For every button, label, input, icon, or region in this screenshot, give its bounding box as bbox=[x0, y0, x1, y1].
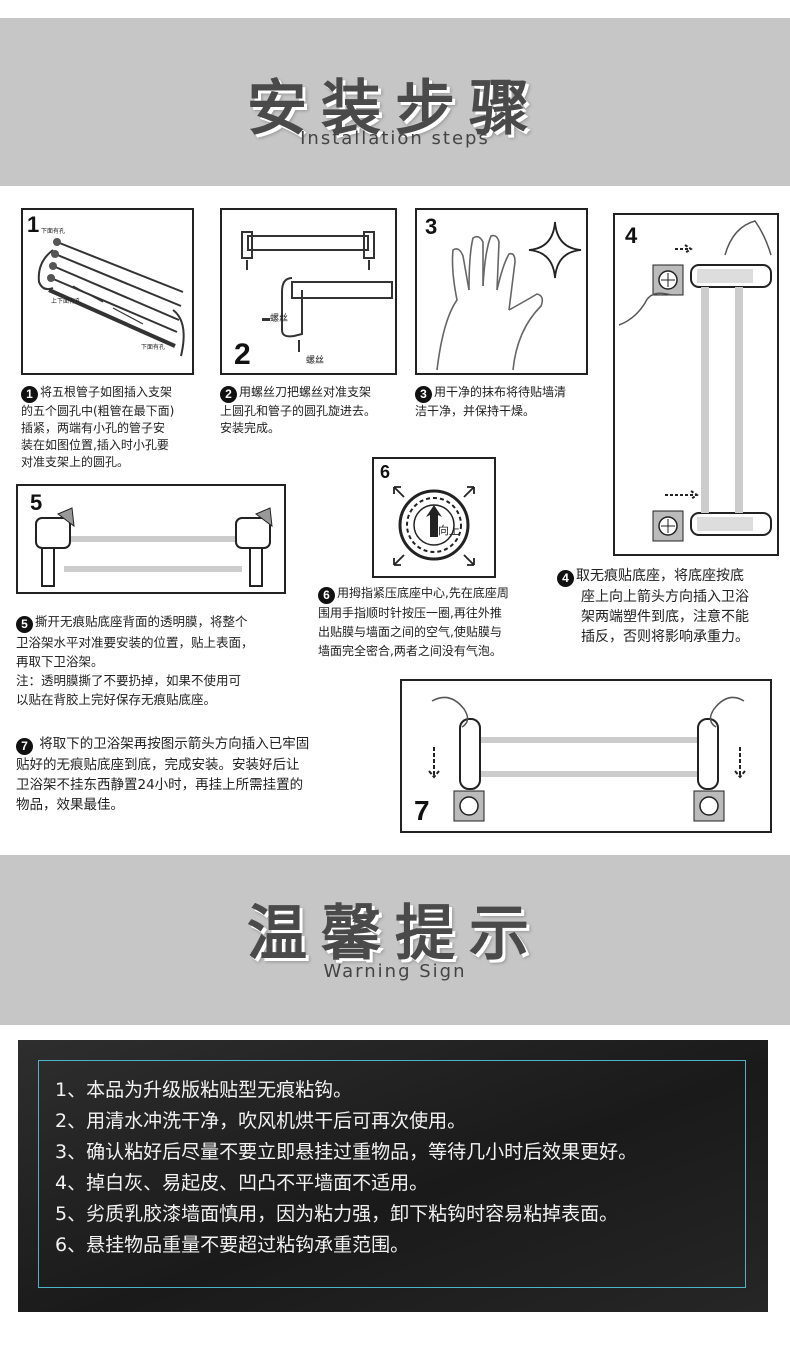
step7-badge: 7 bbox=[16, 738, 33, 755]
step7-number: 7 bbox=[414, 795, 430, 826]
step4-line3: 架两端塑件到底，注意不能 bbox=[581, 609, 749, 625]
step2-label-screw-b: 螺丝 bbox=[306, 356, 325, 366]
step3-number: 3 bbox=[425, 214, 438, 239]
step2-label-screw-a: 螺丝 bbox=[270, 314, 289, 324]
base-insertion-drawing bbox=[618, 220, 772, 542]
step2-illustration: 2 螺丝 螺丝 bbox=[220, 208, 397, 375]
tip-2: 2、用清水冲洗干净，吹风机烘干后可再次使用。 bbox=[55, 1110, 467, 1132]
rack-peel-film-drawing bbox=[35, 507, 273, 587]
step4-badge: 4 bbox=[557, 570, 574, 587]
step1-line3: 插紧，两端有小孔的管子安 bbox=[21, 421, 166, 435]
step7-caption: 7 将取下的卫浴架再按图示箭头方向插入已牢固 贴好的无痕贴底座到底，完成安装。安… bbox=[16, 734, 386, 815]
step5-line2: 卫浴架水平对准要安装的位置，贴上表面， bbox=[16, 635, 254, 650]
installation-subtitle: Installation steps bbox=[300, 128, 490, 149]
step1-badge: 1 bbox=[21, 386, 38, 403]
step1-line2: 的五个圆孔中(粗管在最下面) bbox=[21, 404, 175, 418]
step5-note1: 注：透明膜撕了不要扔掉，如果不使用可 bbox=[16, 673, 242, 688]
step1-label-c: 下面有孔 bbox=[141, 344, 166, 351]
step4-line1: 取无痕贴底座，将底座按底 bbox=[576, 568, 744, 584]
step6-line1: 用拇指紧压底座中心,先在底座周 bbox=[337, 586, 509, 600]
cleaning-hand-drawing bbox=[436, 221, 582, 371]
press-base-drawing bbox=[393, 486, 475, 566]
step3-badge: 3 bbox=[415, 386, 432, 403]
step1-label-a: 下面有孔 bbox=[41, 228, 66, 235]
step3-illustration: 3 bbox=[415, 208, 588, 375]
step4-illustration: 4 bbox=[613, 213, 779, 556]
screw-assembly-drawing bbox=[241, 231, 393, 352]
step7-illustration: 7 bbox=[400, 679, 772, 833]
warning-subtitle: Warning Sign bbox=[323, 961, 467, 982]
step1-line5: 对准支架上的圆孔。 bbox=[21, 455, 130, 469]
step5-number: 5 bbox=[30, 490, 43, 515]
tips-panel: 1、本品为升级版粘贴型无痕粘钩。 2、用清水冲洗干净，吹风机烘干后可再次使用。 … bbox=[18, 1040, 768, 1312]
step1-label-b: 上下面有孔 bbox=[51, 298, 82, 305]
step7-line3: 卫浴架不挂东西静置24小时，再挂上所需挂置的 bbox=[16, 777, 304, 793]
step4-number: 4 bbox=[625, 223, 638, 248]
step2-line2: 上圆孔和管子的圆孔旋进去。 bbox=[220, 404, 377, 418]
step6-illustration: 6 向上 bbox=[372, 457, 496, 578]
step4-line4: 插反，否则将影响承重力。 bbox=[581, 629, 749, 645]
step5-note2: 以贴在背胶上完好保存无痕贴底座。 bbox=[16, 692, 217, 707]
tip-6: 6、悬挂物品重量不要超过粘钩承重范围。 bbox=[55, 1234, 410, 1256]
step1-illustration: 1 下面有孔 上下面有孔 下面有孔 bbox=[21, 208, 194, 375]
tip-1: 1、本品为升级版粘贴型无痕粘钩。 bbox=[55, 1079, 353, 1101]
step5-line1: 撕开无痕贴底座背面的透明膜，将整个 bbox=[35, 614, 248, 629]
step6-badge: 6 bbox=[318, 587, 335, 604]
step5-badge: 5 bbox=[16, 616, 33, 633]
step4-line2: 座上向上箭头方向插入卫浴 bbox=[581, 589, 749, 605]
warning-title: 温馨提示 bbox=[247, 899, 543, 969]
installation-title: 安装步骤 bbox=[247, 74, 543, 144]
step1-number: 1 bbox=[27, 212, 40, 237]
step2-line1: 用螺丝刀把螺丝对准支架 bbox=[239, 385, 372, 399]
towel-rack-drawing bbox=[37, 238, 185, 357]
step6-number: 6 bbox=[380, 462, 391, 482]
tip-4: 4、掉白灰、易起皮、凹凸不平墙面不适用。 bbox=[55, 1172, 429, 1194]
tips-frame: 1、本品为升级版粘贴型无痕粘钩。 2、用清水冲洗干净，吹风机烘干后可再次使用。 … bbox=[38, 1060, 746, 1288]
step1-line4: 装在如图位置,插入时小孔要 bbox=[21, 438, 169, 452]
step1-line1: 将五根管子如图插入支架 bbox=[40, 385, 173, 399]
step6-base-label: 向上 bbox=[438, 524, 460, 537]
step3-line2: 洁干净，并保持干燥。 bbox=[415, 404, 536, 418]
step7-line1: 将取下的卫浴架再按图示箭头方向插入已牢固 bbox=[39, 736, 310, 752]
warning-banner: 温馨提示 Warning Sign bbox=[0, 855, 790, 1025]
step6-line3: 出贴膜与墙面之间的空气,使贴膜与 bbox=[318, 625, 502, 639]
step6-line2: 围用手指顺时针按压一圈,再往外推 bbox=[318, 606, 502, 620]
final-installation-drawing bbox=[428, 696, 746, 822]
step7-line2: 贴好的无痕贴底座到底，完成安装。安装好后让 bbox=[16, 757, 300, 773]
step2-number: 2 bbox=[234, 338, 251, 371]
step5-illustration: 5 bbox=[16, 484, 286, 594]
step6-line4: 墙面完全密合,两者之间没有气泡。 bbox=[318, 644, 502, 658]
step5-line3: 再取下卫浴架。 bbox=[16, 654, 104, 669]
step3-line1: 用干净的抹布将待贴墙清 bbox=[434, 385, 567, 399]
tip-3: 3、确认粘好后尽量不要立即悬挂过重物品，等待几小时后效果更好。 bbox=[55, 1141, 638, 1163]
step2-line3: 安装完成。 bbox=[220, 421, 281, 435]
installation-banner: 安装步骤 Installation steps bbox=[0, 18, 790, 186]
tip-5: 5、劣质乳胶漆墙面慎用，因为粘力强，卸下粘钩时容易粘掉表面。 bbox=[55, 1203, 619, 1225]
step2-badge: 2 bbox=[220, 386, 237, 403]
step7-line4: 物品，效果最佳。 bbox=[16, 797, 124, 813]
